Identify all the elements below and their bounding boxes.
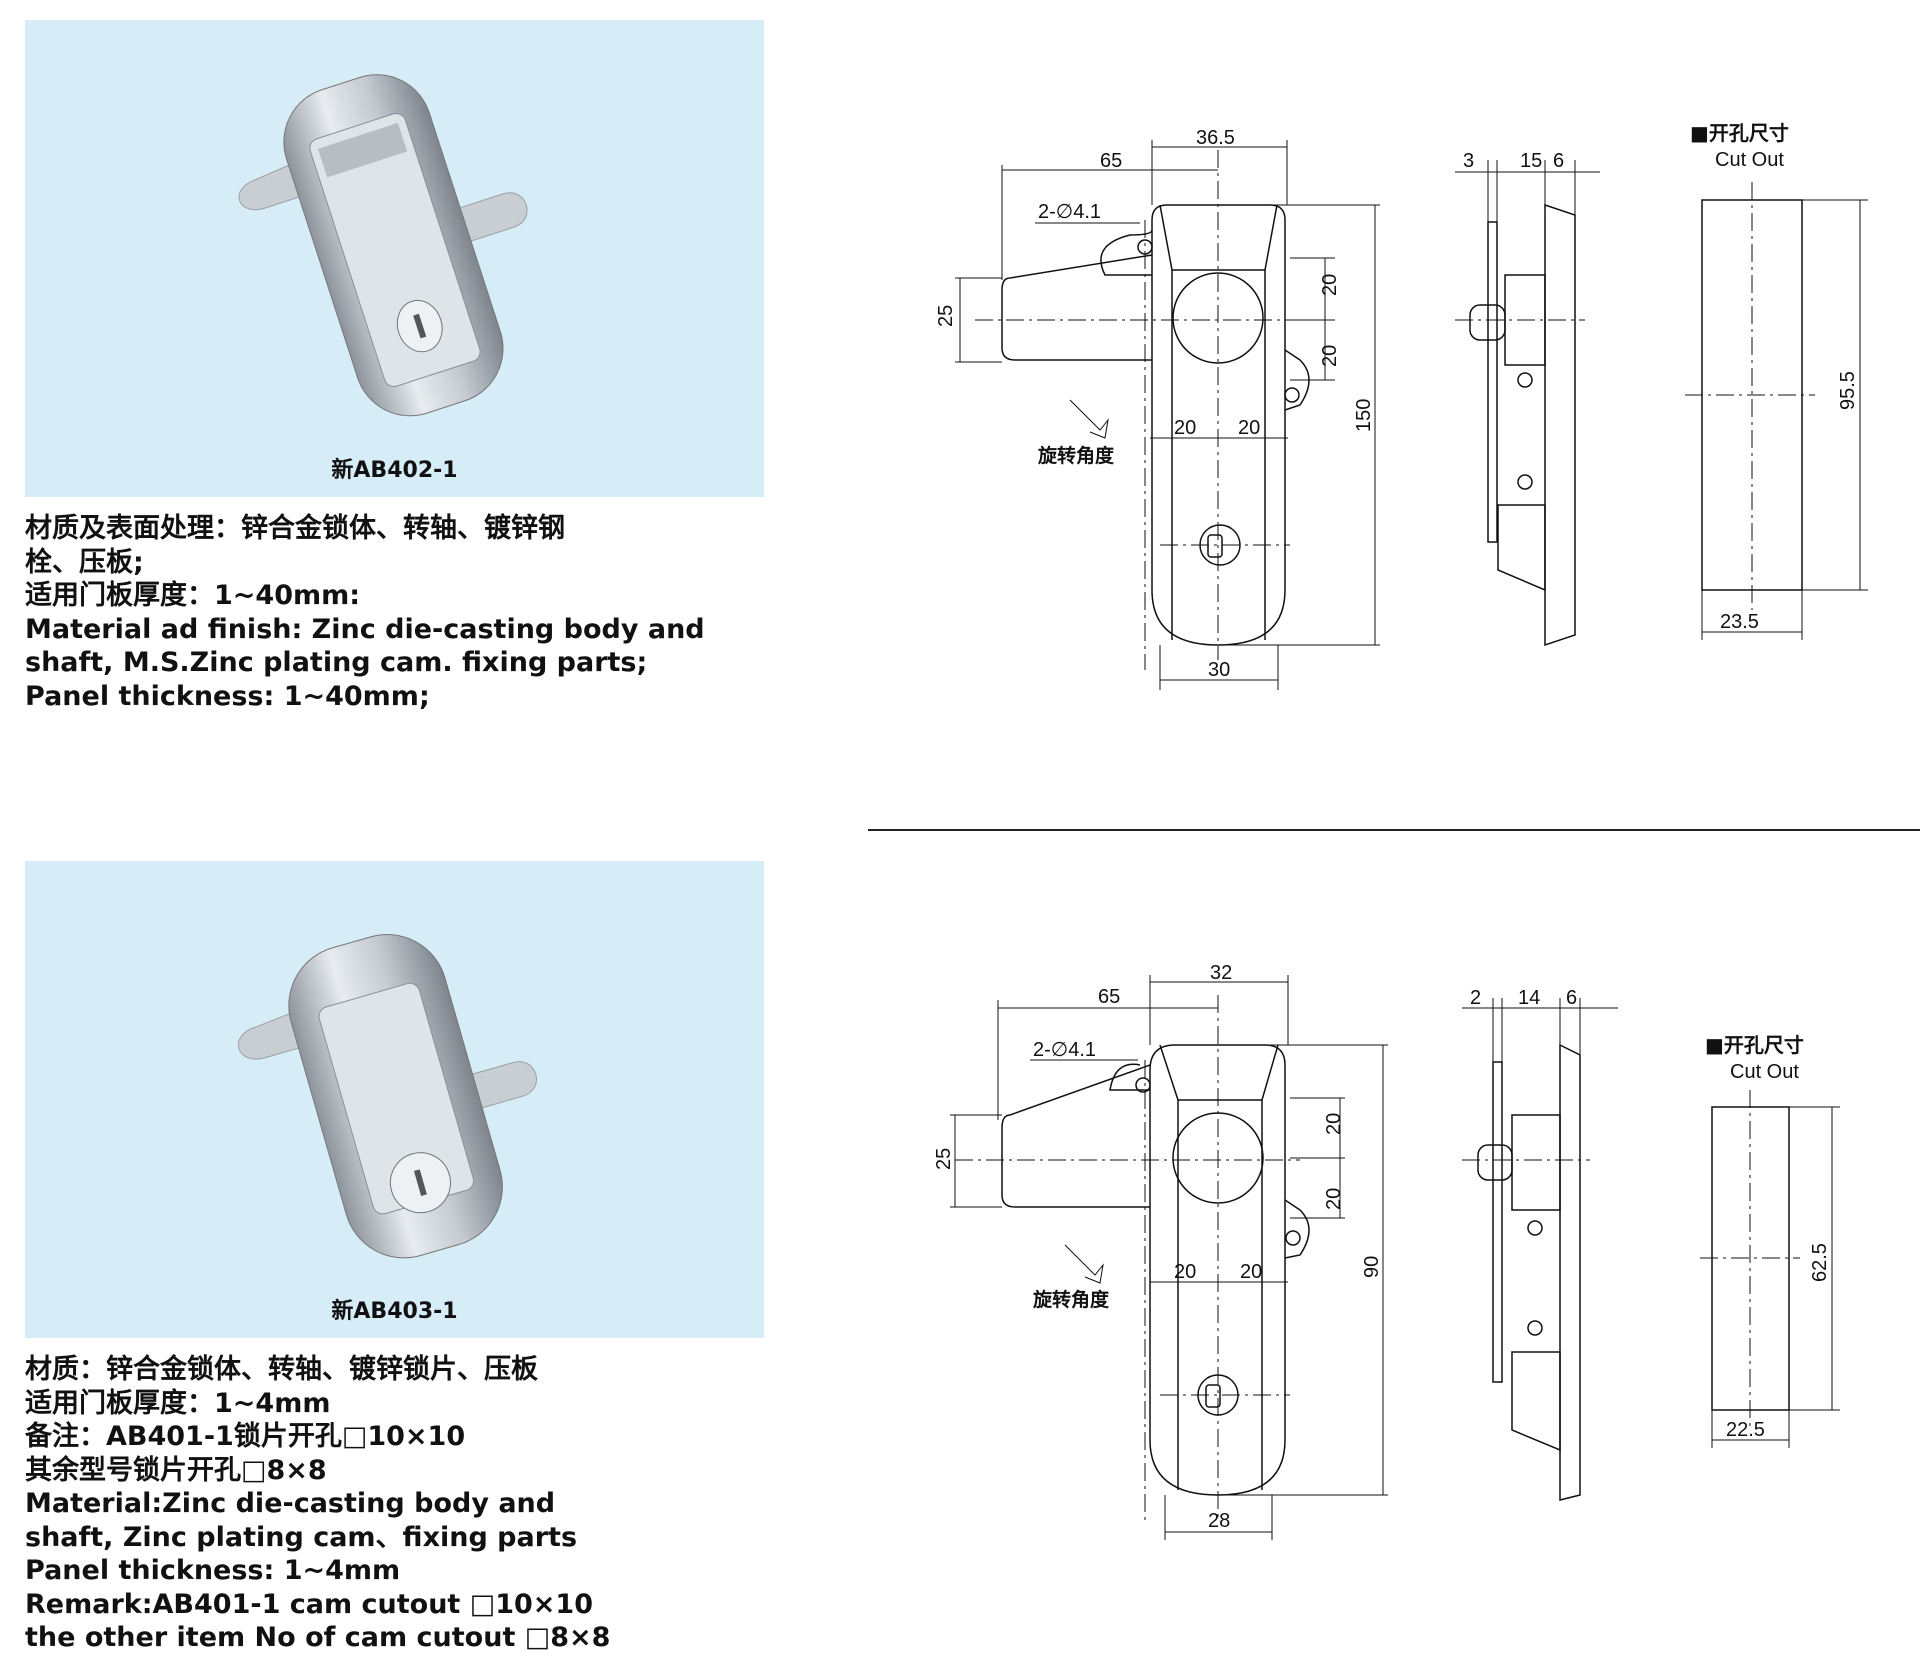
dim-label: 28	[1208, 1510, 1230, 1532]
description-line: Remark:AB401-1 cam cutout □10×10	[25, 1588, 594, 1620]
dim-label: 20	[1174, 417, 1196, 439]
rotation-arrow-1	[1069, 399, 1109, 439]
cutout-view-2	[1700, 1090, 1840, 1448]
dim-label: 20	[1240, 1261, 1262, 1283]
dim-label: 90	[1361, 1256, 1383, 1278]
dimension-lines-2	[950, 975, 1388, 1540]
description-line: 适用门板厚度：1~4mm	[25, 1387, 331, 1419]
front-view-1	[1001, 204, 1310, 646]
cutout-view-1	[1685, 182, 1868, 640]
dim-label: 36.5	[1196, 127, 1235, 149]
section-divider	[868, 829, 1920, 831]
center-lines-2	[955, 995, 1300, 1520]
front-view-2	[1001, 1044, 1310, 1496]
dim-label: 23.5	[1720, 611, 1759, 633]
dim-label: 2-∅4.1	[1038, 201, 1101, 223]
model-label-2: 新AB403-1	[331, 1299, 458, 1324]
description-line: 材质：锌合金锁体、转轴、镀锌锁片、压板	[25, 1354, 538, 1385]
dim-label: 20	[1323, 1188, 1345, 1210]
model-label-1: 新AB402-1	[331, 458, 458, 483]
description-line: shaft, Zinc plating cam、fixing parts	[25, 1521, 578, 1553]
dim-label: 22.5	[1726, 1419, 1765, 1441]
description-line: 适用门板厚度：1~40mm:	[25, 580, 361, 611]
cutout-title-cn: ■开孔尺寸	[1705, 1033, 1804, 1057]
description-line: 备注：AB401-1锁片开孔□10×10	[25, 1421, 466, 1452]
latch-photo-1	[238, 74, 528, 417]
product-photo-panel-1: 新AB402-1	[25, 20, 764, 497]
dim-label: 62.5	[1809, 1243, 1831, 1282]
description-line: Material ad finish: Zinc die-casting bod…	[25, 613, 705, 645]
product-photo-panel-2: 新AB403-1	[25, 861, 764, 1338]
rotation-note: 旋转角度	[1037, 444, 1115, 467]
dim-label: 2	[1470, 987, 1481, 1009]
dim-label: 20	[1238, 417, 1260, 439]
dim-label: 30	[1208, 659, 1230, 681]
dim-label: 15	[1520, 150, 1542, 172]
cutout-title-en: Cut Out	[1730, 1061, 1799, 1083]
dim-label: 20	[1323, 1113, 1345, 1135]
description-line: 材质及表面处理：锌合金锁体、转轴、镀锌钢	[25, 513, 565, 544]
dim-label: 25	[933, 1148, 955, 1170]
dim-label: 95.5	[1837, 371, 1859, 410]
latch-photo-2	[237, 934, 537, 1259]
cutout-title-cn: ■开孔尺寸	[1690, 121, 1789, 145]
dimension-lines-1	[955, 140, 1380, 690]
dim-label: 65	[1098, 986, 1120, 1008]
dim-label: 20	[1319, 274, 1341, 296]
description-line: Panel thickness: 1~40mm;	[25, 680, 430, 712]
center-lines-1	[975, 150, 1300, 670]
rotation-arrow-2	[1064, 1244, 1104, 1284]
description-line: 其余型号锁片开孔□8×8	[25, 1454, 327, 1486]
dim-label: 2-∅4.1	[1033, 1039, 1096, 1061]
description-line: 栓、压板;	[25, 546, 144, 578]
dim-label: 25	[935, 305, 957, 327]
dim-label: 6	[1553, 150, 1564, 172]
dim-label: 65	[1100, 150, 1122, 172]
dim-label: 14	[1518, 987, 1540, 1009]
dim-label: 32	[1210, 962, 1232, 984]
dim-label: 3	[1463, 150, 1474, 172]
dim-label: 6	[1566, 987, 1577, 1009]
description-line: Panel thickness: 1~4mm	[25, 1555, 401, 1586]
description-line: Material:Zinc die-casting body and	[25, 1488, 556, 1519]
side-dims-2	[1462, 998, 1618, 1161]
dim-label: 20	[1319, 345, 1341, 367]
side-dims-1	[1455, 160, 1600, 321]
dim-label: 20	[1174, 1261, 1196, 1283]
description-line: shaft, M.S.Zinc plating cam. fixing part…	[25, 647, 648, 678]
cutout-title-en: Cut Out	[1715, 149, 1784, 171]
rotation-note: 旋转角度	[1032, 1288, 1110, 1311]
product-description-1: 材质及表面处理：锌合金锁体、转轴、镀锌钢 栓、压板; 适用门板厚度：1~40mm…	[25, 512, 765, 713]
dim-label: 150	[1353, 399, 1375, 432]
side-view-1	[1469, 203, 1576, 647]
side-view-2	[1477, 1043, 1581, 1501]
description-line: the other item No of cam cutout □8×8	[25, 1622, 611, 1653]
product-description-2: 材质：锌合金锁体、转轴、镀锌锁片、压板 适用门板厚度：1~4mm 备注：AB40…	[25, 1353, 765, 1655]
